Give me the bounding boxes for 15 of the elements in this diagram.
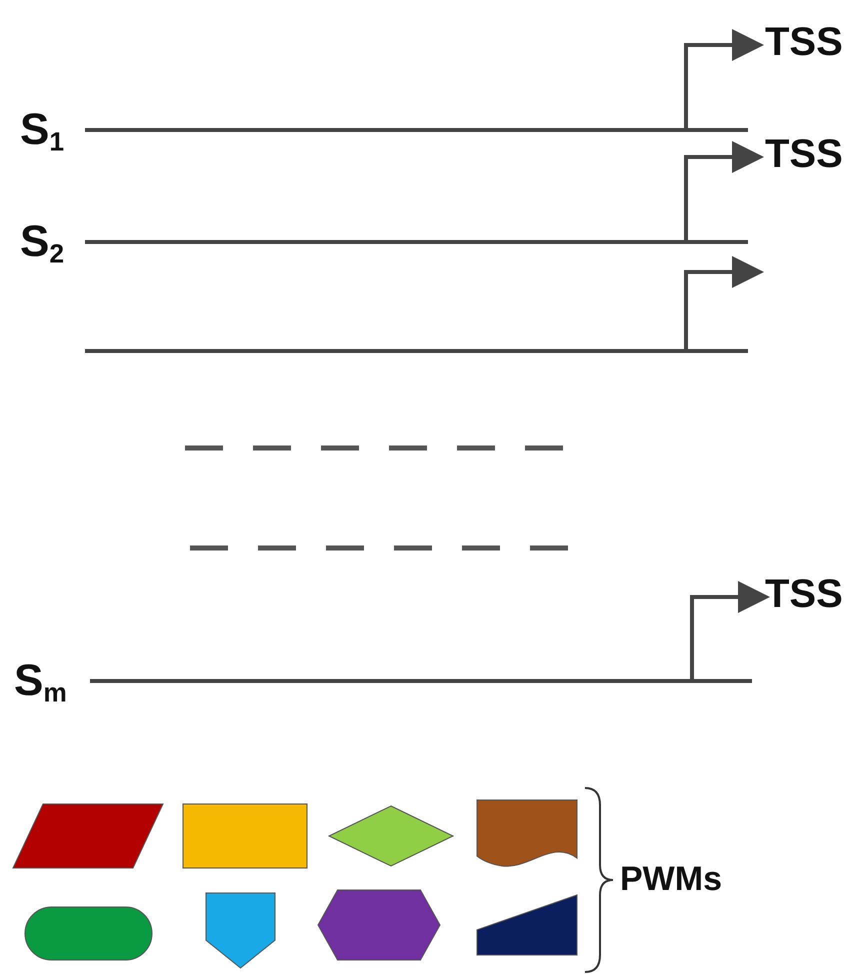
pentagon-shape xyxy=(206,892,276,969)
sequence-label: S$_{m}$ xyxy=(14,659,67,706)
hexagon-shape xyxy=(317,890,441,960)
tss-label: TSS xyxy=(765,574,843,614)
rounded-shape xyxy=(24,906,152,960)
parallelogram-shape xyxy=(12,804,164,868)
tss-label: TSS xyxy=(765,22,843,62)
diamond-shape xyxy=(328,805,454,867)
sequence-label: S$_{2}$ xyxy=(20,220,64,267)
trapezoid-shape xyxy=(476,894,578,956)
document-shape xyxy=(476,800,578,867)
sequence-label: S$_{1}$ xyxy=(20,108,64,155)
pwms-label: PWMs xyxy=(620,862,722,896)
rectangle-shape xyxy=(182,804,308,868)
tss-label: TSS xyxy=(765,134,843,174)
